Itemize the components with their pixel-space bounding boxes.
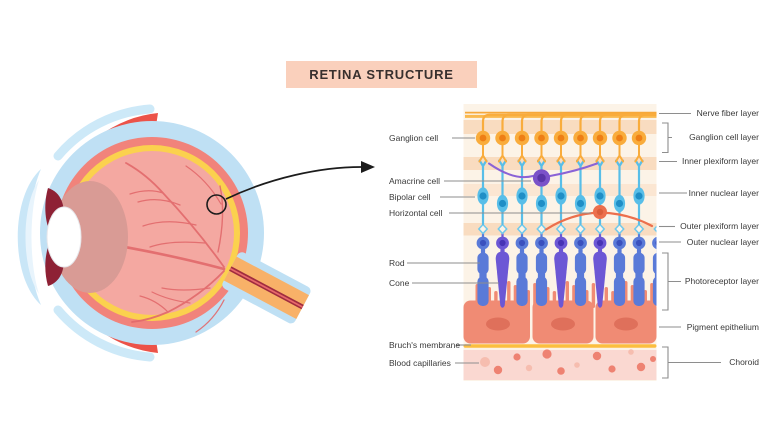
choroid-band — [463, 350, 657, 380]
capillary-dot — [493, 365, 503, 375]
label-nerve-fiber-layer: Nerve fiber layer — [696, 108, 759, 118]
ganglion-cell-figure — [475, 113, 657, 163]
magnifier-circle — [206, 194, 227, 215]
label-blood-capillaries: Blood capillaries — [389, 358, 451, 368]
bracket-ganglion-cell-layer — [662, 122, 672, 154]
capillary-dot — [636, 362, 646, 372]
synapse-diamond — [497, 223, 508, 235]
label-outer-nuclear-layer: Outer nuclear layer — [686, 237, 759, 247]
ganglion-cell-figure — [592, 113, 657, 163]
ganglion-cell-figure — [514, 113, 657, 163]
label-choroid: Choroid — [729, 357, 759, 367]
ganglion-cell-figure — [534, 113, 657, 163]
page-title-text: RETINA STRUCTURE — [309, 67, 454, 82]
eye-lens — [46, 206, 82, 268]
capillary-dot — [513, 353, 521, 361]
optic-nerve — [222, 252, 311, 324]
ganglion-cell-figure — [573, 113, 657, 163]
bruchs-membrane-line — [463, 344, 657, 348]
label-outer-plexiform-layer: Outer plexiform layer — [680, 221, 759, 231]
synapse-diamond — [516, 223, 528, 235]
synapse-diamond — [594, 223, 606, 235]
label-inner-plexiform-layer: Inner plexiform layer — [681, 156, 759, 166]
eye-cross-section-illustration — [17, 104, 375, 362]
label-bruchs-membrane: Bruch's membrane — [389, 340, 461, 350]
magnification-arrow — [225, 161, 375, 200]
pigment-villus — [591, 283, 596, 308]
page-title: RETINA STRUCTURE — [286, 61, 477, 88]
label-ganglion-cell: Ganglion cell — [389, 133, 439, 143]
label-cone: Cone — [389, 278, 410, 288]
rod-cell — [535, 229, 548, 306]
bipolar-cell — [613, 159, 626, 226]
label-rod: Rod — [389, 258, 405, 268]
label-photoreceptor-layer: Photoreceptor layer — [684, 276, 759, 286]
label-horizontal-cell: Horizontal cell — [389, 208, 443, 218]
bracket-choroid — [662, 346, 721, 379]
rod-cell — [476, 229, 490, 306]
label-amacrine-cell: Amacrine cell — [389, 176, 441, 186]
conjunctiva-arc-top — [53, 104, 155, 161]
synapse-diamond — [555, 223, 567, 235]
capillary-dot — [592, 351, 602, 361]
capillary-dot — [557, 367, 565, 375]
synapse-diamond — [536, 223, 547, 235]
label-pigment-epithelium: Pigment epithelium — [686, 322, 759, 332]
rod-cell — [515, 229, 529, 306]
bracket-photoreceptor-layer — [662, 252, 681, 311]
capillary-dot — [628, 349, 634, 355]
synapse-diamond — [575, 223, 586, 235]
synapse-diamond — [633, 223, 645, 235]
amacrine-cell-figure — [488, 162, 598, 187]
retina-layers-diagram — [463, 104, 657, 381]
bipolar-cell — [477, 159, 489, 226]
conjunctiva-arc-bottom — [53, 305, 155, 362]
bipolar-cell — [496, 159, 509, 226]
rod-cell — [652, 236, 657, 306]
ganglion-cell-figure — [612, 113, 657, 163]
capillary-dot — [574, 362, 580, 368]
rod-cell — [613, 229, 626, 306]
ganglion-cell-figure — [631, 113, 657, 163]
horizontal-cell-figure — [544, 205, 654, 231]
ganglion-cell-figure — [553, 113, 657, 163]
capillary-dot — [650, 356, 656, 362]
capillary-dot — [542, 349, 552, 359]
label-inner-nuclear-layer: Inner nuclear layer — [688, 188, 759, 198]
ganglion-cell-figure — [495, 113, 657, 163]
pigment-cell-nucleus — [614, 317, 638, 331]
synapse-diamond — [477, 223, 489, 235]
eye-cornea-highlight — [25, 180, 39, 294]
pigment-cell-nucleus — [486, 317, 510, 331]
pigment-cell-nucleus — [551, 317, 575, 331]
label-ganglion-cell-layer: Ganglion cell layer — [689, 132, 759, 142]
synapse-diamond — [614, 223, 625, 235]
eye-cornea — [17, 169, 41, 305]
capillary-dot — [608, 365, 616, 373]
label-leader-lines — [407, 112, 721, 379]
capillary-dot — [480, 357, 490, 367]
label-bipolar-cell: Bipolar cell — [389, 192, 431, 202]
cone-cell — [494, 229, 511, 308]
rod-cell — [574, 229, 587, 306]
rod-cell — [632, 229, 646, 306]
capillary-dot — [525, 364, 533, 372]
synapse-diamond — [653, 225, 657, 233]
